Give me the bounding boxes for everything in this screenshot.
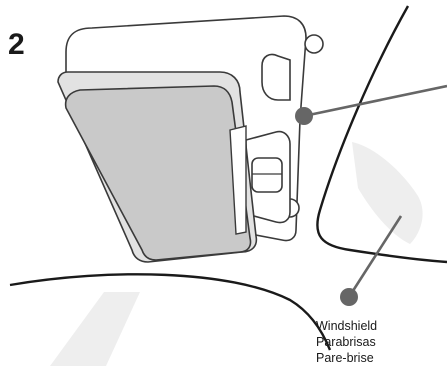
hinge-bracket <box>262 54 290 100</box>
card-front <box>66 86 251 260</box>
windshield-label-es: Parabrisas <box>316 334 377 350</box>
windshield-label-en: Windshield <box>316 318 377 334</box>
windshield-edge-outline <box>317 6 447 262</box>
hanger-loop-top <box>305 35 323 53</box>
glass-reflection-lower <box>50 292 140 366</box>
windshield-callout-label: Windshield Parabrisas Pare-brise <box>316 318 377 366</box>
bracket-leader-line <box>304 86 447 116</box>
windshield-callout-dot <box>340 288 358 306</box>
step-number: 2 <box>8 30 25 60</box>
hinge-clip <box>252 158 282 192</box>
dashboard-edge-outline <box>10 274 330 350</box>
bracket-callout-dot <box>295 107 313 125</box>
glass-reflection-right <box>352 142 423 244</box>
windshield-label-fr: Pare-brise <box>316 350 377 366</box>
